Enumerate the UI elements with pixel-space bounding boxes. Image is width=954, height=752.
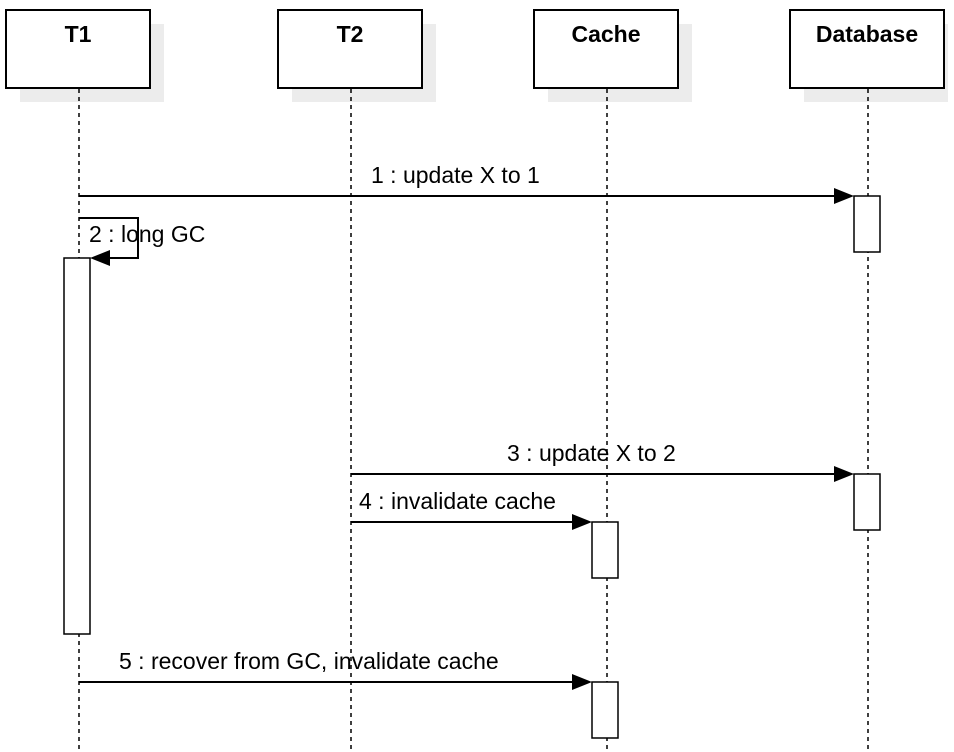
- participant-t1[interactable]: T1: [5, 9, 164, 102]
- participant-cache-box: [533, 9, 679, 89]
- message-3-label: 3 : update X to 2: [507, 440, 676, 466]
- activation-cache-1: [591, 521, 619, 579]
- participant-t2-box: [277, 9, 423, 89]
- activation-t1-gc: [63, 257, 91, 635]
- message-4-label: 4 : invalidate cache: [359, 488, 556, 514]
- participant-t1-box: [5, 9, 151, 89]
- message-1-label: 1 : update X to 1: [371, 162, 540, 188]
- message-2-arrowhead: [90, 250, 110, 266]
- message-3[interactable]: 3 : update X to 2: [351, 440, 854, 482]
- activation-cache-2: [591, 681, 619, 739]
- message-2-label: 2 : long GC: [89, 221, 205, 247]
- participant-database[interactable]: Database: [789, 9, 948, 102]
- participant-t2-label: T2: [337, 21, 364, 47]
- activation-database-2: [853, 473, 881, 531]
- message-4[interactable]: 4 : invalidate cache: [351, 488, 592, 530]
- message-2-line: [79, 217, 139, 259]
- participant-t1-label: T1: [65, 21, 92, 47]
- message-5-label: 5 : recover from GC, invalidate cache: [119, 648, 499, 674]
- participant-cache-label: Cache: [571, 21, 640, 47]
- message-4-arrowhead: [572, 514, 592, 530]
- participant-database-box: [789, 9, 945, 89]
- participant-cache[interactable]: Cache: [533, 9, 692, 102]
- message-1[interactable]: 1 : update X to 1: [79, 162, 854, 204]
- participant-t2[interactable]: T2: [277, 9, 436, 102]
- message-3-arrowhead: [834, 466, 854, 482]
- message-1-arrowhead: [834, 188, 854, 204]
- participant-database-label: Database: [816, 21, 918, 47]
- message-2[interactable]: 2 : long GC: [79, 217, 205, 266]
- message-5[interactable]: 5 : recover from GC, invalidate cache: [79, 648, 592, 690]
- activation-database-1: [853, 195, 881, 253]
- message-5-arrowhead: [572, 674, 592, 690]
